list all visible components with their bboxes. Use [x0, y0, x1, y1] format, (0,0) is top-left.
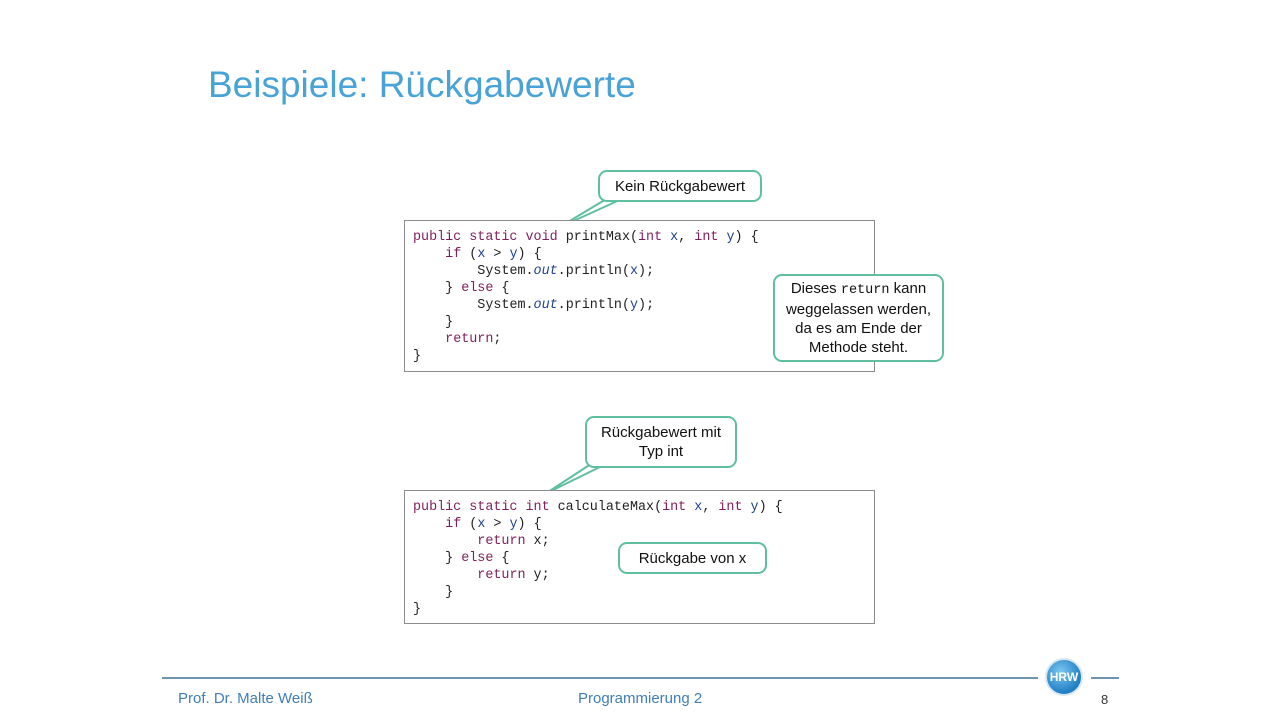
code-line: } else { — [445, 281, 510, 296]
code-line: return y; — [477, 568, 550, 583]
callout-no-return-value: Kein Rückgabewert — [598, 170, 762, 202]
callout-return-x: Rückgabe von x — [618, 542, 767, 574]
callout-return-value-int: Rückgabewert mit Typ int — [585, 416, 737, 468]
callout-text-line: Dieses return kann — [790, 280, 927, 298]
code-line: return; — [445, 332, 502, 347]
footer-course: Programmierung 2 — [578, 690, 703, 707]
code-line: } — [445, 315, 454, 330]
hrw-logo: HRW — [1045, 658, 1083, 696]
slide-title: Beispiele: Rückgabewerte — [208, 64, 636, 105]
code-line: } — [413, 602, 422, 617]
callout-text-line: weggelassen werden, — [785, 301, 932, 318]
code-line: } — [413, 349, 422, 364]
code-line: } else { — [445, 551, 510, 566]
callout-text-line: Methode steht. — [808, 339, 909, 356]
code-line: public static int calculateMax(int x, in… — [413, 500, 783, 515]
code-line: if (x > y) { — [445, 247, 542, 262]
code-line: } — [445, 585, 454, 600]
code-line: System.out.println(y); — [477, 298, 655, 313]
footer-author: Prof. Dr. Malte Weiß — [178, 690, 313, 707]
code-line: System.out.println(x); — [477, 264, 655, 279]
callout-text: Kein Rückgabewert — [614, 177, 746, 195]
code-line: public static void printMax(int x, int y… — [413, 230, 759, 245]
page-number: 8 — [1101, 692, 1109, 707]
callout-text-line: Typ int — [638, 443, 684, 460]
code-line: return x; — [477, 534, 550, 549]
code-line: if (x > y) { — [445, 517, 542, 532]
callout-text: Rückgabe von x — [638, 549, 747, 567]
callout-return-omittable: Dieses return kann weggelassen werden, d… — [773, 274, 944, 362]
footer-divider-right — [1091, 677, 1119, 679]
callout-text-line: da es am Ende der — [795, 320, 922, 337]
callout-text-line: Rückgabewert mit — [600, 424, 722, 441]
footer-divider-left — [162, 677, 1038, 679]
